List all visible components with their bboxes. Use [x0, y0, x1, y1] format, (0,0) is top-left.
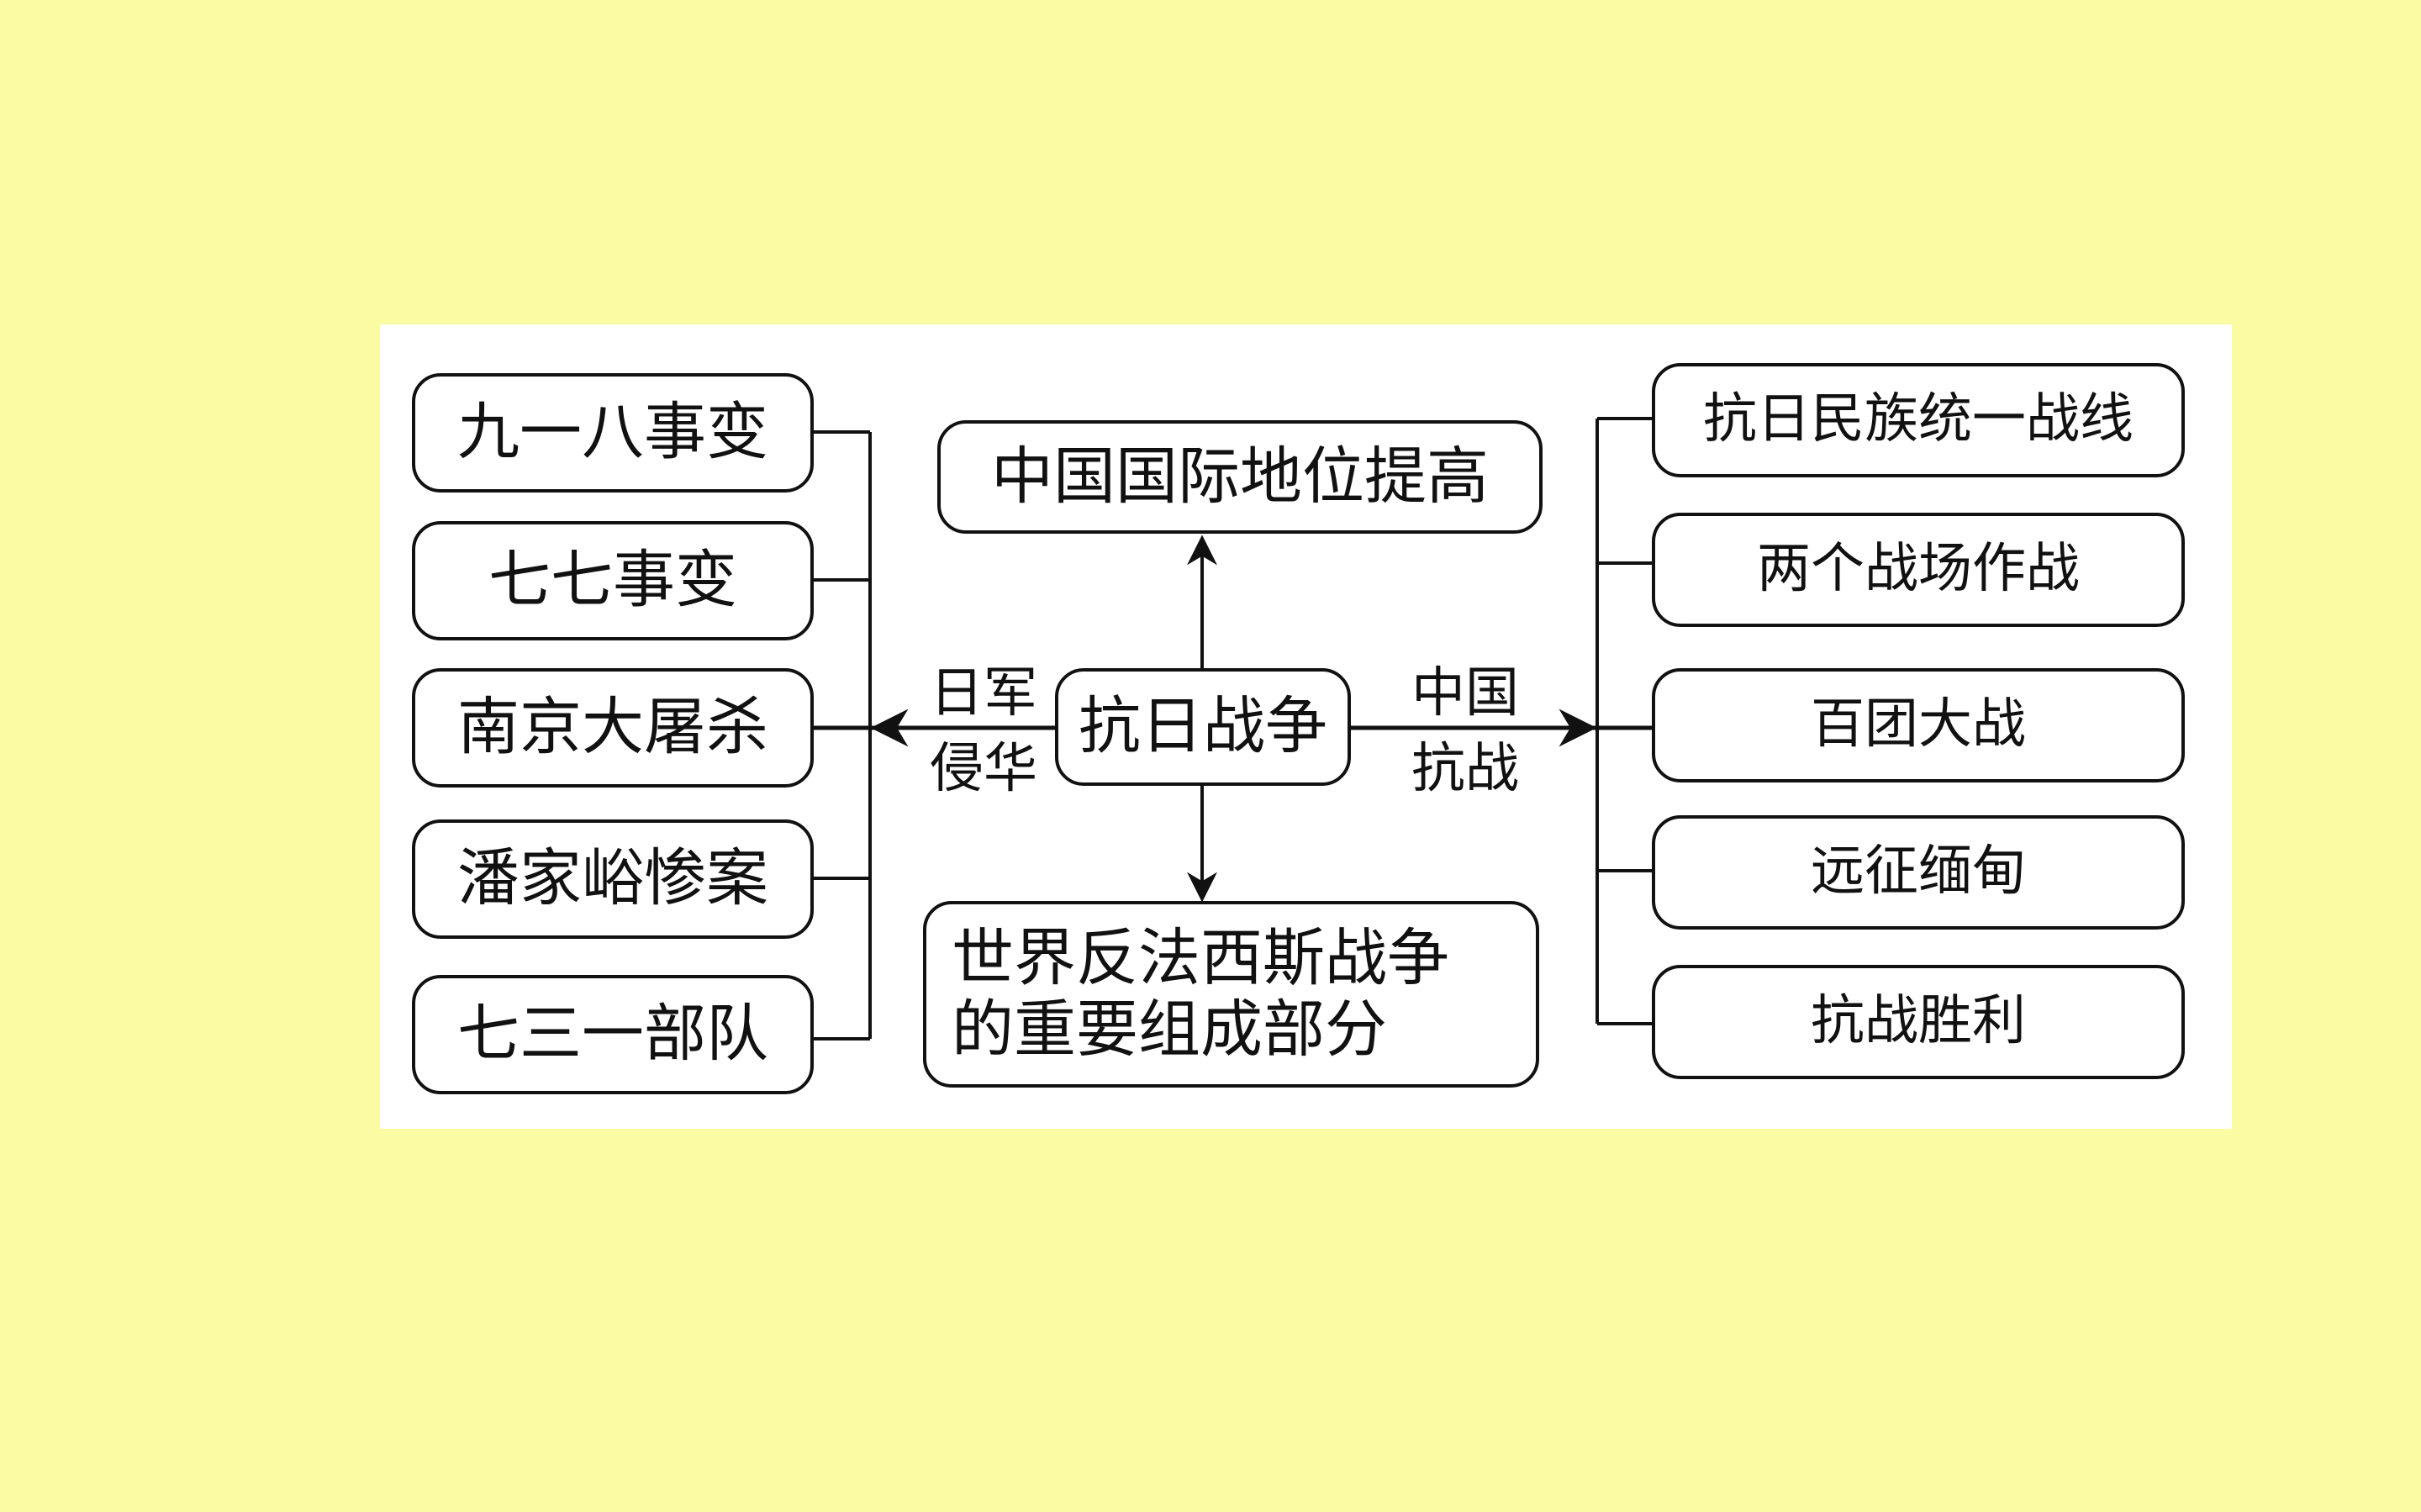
left-label-line2: 侵华 — [930, 738, 1037, 800]
right-label-line1: 中国 — [1411, 662, 1519, 724]
left-item-box: 九一八事变 — [412, 373, 814, 493]
right-item-box: 百团大战 — [1652, 668, 2185, 782]
right-item-box: 远征缅甸 — [1652, 815, 2185, 930]
right-bracket — [1596, 417, 1652, 1025]
right-item-box: 两个战场作战 — [1652, 513, 2185, 627]
right-item-box: 抗战胜利 — [1652, 965, 2185, 1079]
left-item-box: 南京大屠杀 — [412, 668, 814, 788]
left-item-text: 九一八事变 — [457, 396, 768, 469]
left-item-text: 潘家峪惨案 — [457, 842, 768, 915]
bottom-box: 世界反法西斯战争 的重要组成部分 — [923, 901, 1539, 1088]
left-item-text: 七三一部队 — [457, 998, 768, 1071]
left-arrow-label: 日军 侵华 — [912, 656, 1055, 807]
center-box: 抗日战争 — [1055, 668, 1351, 786]
center-text: 抗日战争 — [1079, 690, 1327, 763]
right-item-text: 百团大战 — [1811, 693, 2026, 756]
left-item-box: 七七事变 — [412, 521, 814, 640]
left-item-text: 七七事变 — [488, 544, 737, 617]
right-item-text: 抗战胜利 — [1811, 990, 2026, 1053]
left-item-text: 南京大屠杀 — [457, 691, 768, 764]
left-item-box: 七三一部队 — [412, 975, 814, 1094]
bottom-box-line2: 的重要组成部分 — [952, 993, 1387, 1066]
left-label-line1: 日军 — [930, 662, 1037, 724]
top-box: 中国国际地位提高 — [937, 420, 1543, 534]
top-box-text: 中国国际地位提高 — [991, 440, 1489, 513]
right-arrow-label: 中国 抗战 — [1394, 656, 1537, 807]
right-item-box: 抗日民族统一战线 — [1652, 363, 2185, 477]
right-item-text: 远征缅甸 — [1811, 840, 2026, 904]
right-item-text: 抗日民族统一战线 — [1703, 388, 2134, 451]
left-bracket — [814, 430, 872, 1040]
bottom-box-line1: 世界反法西斯战争 — [952, 921, 1449, 994]
right-item-text: 两个战场作战 — [1757, 538, 2080, 601]
right-label-line2: 抗战 — [1411, 738, 1519, 800]
left-item-box: 潘家峪惨案 — [412, 819, 814, 939]
